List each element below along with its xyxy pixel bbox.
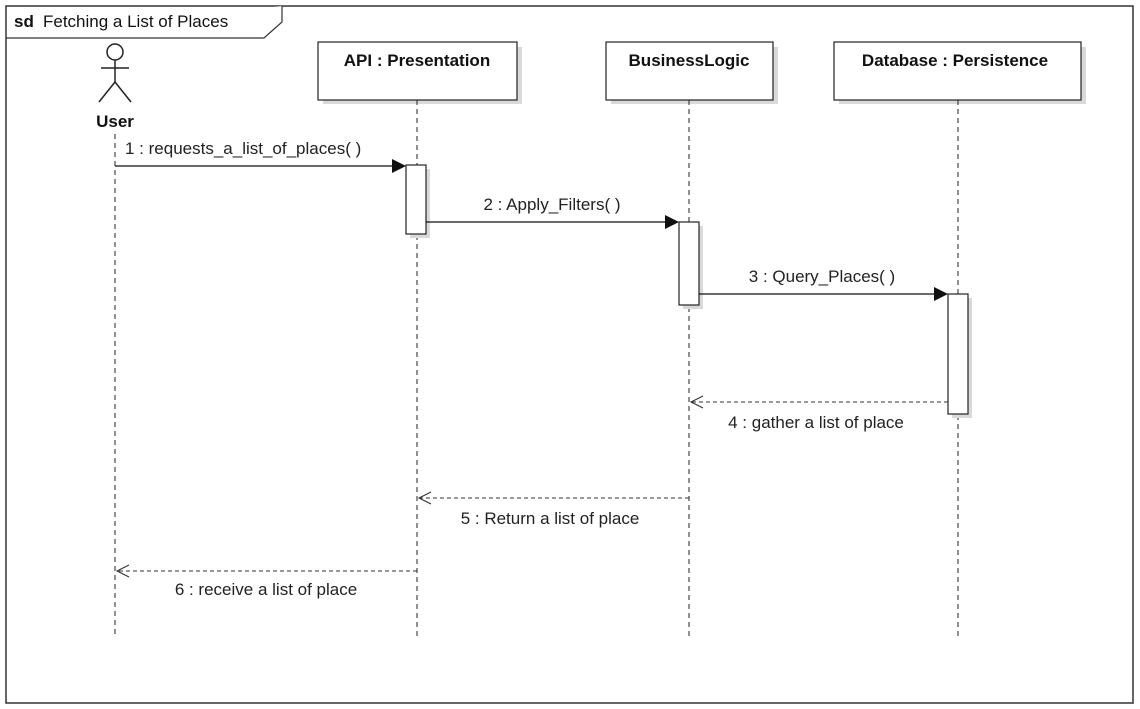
filled-arrowhead-icon xyxy=(934,287,948,301)
message-5: 5 : Return a list of place xyxy=(417,491,689,528)
message-2: 2 : Apply_Filters( ) xyxy=(426,195,679,229)
activation-bar xyxy=(678,221,700,306)
activation-database xyxy=(947,293,972,418)
activation-bar xyxy=(405,164,427,235)
actor-stick-figure-icon xyxy=(98,43,132,103)
message-label: 6 : receive a list of place xyxy=(175,580,357,599)
activation-businesslogic xyxy=(678,221,703,309)
frame-tab xyxy=(6,6,283,39)
message-1: 1 : requests_a_list_of_places( ) xyxy=(115,139,406,173)
activation-bar xyxy=(947,293,969,415)
frame-border xyxy=(5,5,1134,704)
lifeline-api-presentation: API : Presentation xyxy=(317,41,522,638)
lifeline-head-box xyxy=(317,41,518,101)
lifeline-head-box xyxy=(605,41,774,101)
message-6: 6 : receive a list of place xyxy=(115,564,417,599)
lifeline-label: API : Presentation xyxy=(344,51,490,70)
frame-keyword: sd xyxy=(14,12,34,31)
frame-title: Fetching a List of Places xyxy=(43,12,228,31)
message-label: 4 : gather a list of place xyxy=(728,413,904,432)
open-arrowhead-icon xyxy=(417,491,432,505)
message-label: 5 : Return a list of place xyxy=(461,509,640,528)
lifeline-database-persistence: Database : Persistence xyxy=(833,41,1086,638)
open-arrowhead-icon xyxy=(689,395,704,409)
message-label: 1 : requests_a_list_of_places( ) xyxy=(125,139,361,158)
open-arrowhead-icon xyxy=(115,564,130,578)
diagram-frame: sd Fetching a List of Places xyxy=(5,5,1134,704)
activation-api xyxy=(405,164,430,238)
message-4: 4 : gather a list of place xyxy=(689,395,948,432)
lifeline-head-box xyxy=(833,41,1082,101)
actor-user: User xyxy=(96,43,134,638)
message-3: 3 : Query_Places( ) xyxy=(699,267,948,301)
filled-arrowhead-icon xyxy=(392,159,406,173)
message-label: 2 : Apply_Filters( ) xyxy=(484,195,621,214)
lifeline-label: BusinessLogic xyxy=(629,51,750,70)
actor-label: User xyxy=(96,112,134,131)
message-label: 3 : Query_Places( ) xyxy=(749,267,895,286)
filled-arrowhead-icon xyxy=(665,215,679,229)
lifeline-businesslogic: BusinessLogic xyxy=(605,41,778,638)
lifeline-label: Database : Persistence xyxy=(862,51,1048,70)
